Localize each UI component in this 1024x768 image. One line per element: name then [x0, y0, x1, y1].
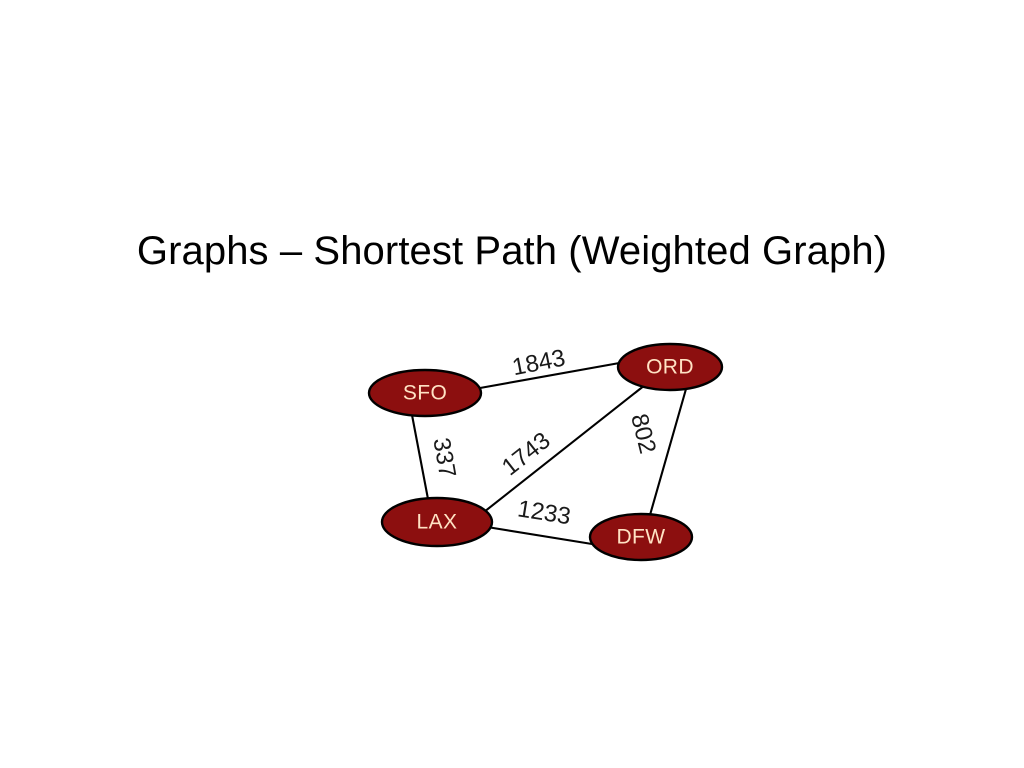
node-ord[interactable]: ORD	[616, 342, 724, 392]
graph-edges	[410, 360, 688, 546]
node-sfo-label: SFO	[403, 382, 447, 405]
node-sfo[interactable]: SFO	[367, 368, 483, 418]
node-lax[interactable]: LAX	[380, 496, 494, 548]
edge-weight-sfo-ord: 1843	[510, 345, 568, 382]
node-dfw-shape	[588, 512, 694, 562]
edge-lax-dfw[interactable]	[485, 525, 594, 546]
edge-weight-sfo-lax: 337	[427, 436, 461, 480]
edge-sfo-lax[interactable]	[410, 413, 430, 501]
edge-weight-lax-ord: 1743	[497, 427, 556, 481]
node-dfw[interactable]: DFW	[588, 512, 694, 562]
edge-sfo-ord[interactable]	[478, 360, 627, 390]
node-ord-label: ORD	[646, 356, 694, 379]
graph-nodes: SFO ORD LAX DFW	[367, 342, 724, 562]
node-lax-shape	[380, 496, 494, 548]
edge-weight-ord-dfw: 802	[625, 411, 661, 456]
edge-lax-ord[interactable]	[482, 383, 647, 514]
node-dfw-label: DFW	[616, 526, 665, 549]
page-title: Graphs – Shortest Path (Weighted Graph)	[136, 229, 888, 273]
edge-weight-lax-dfw: 1233	[516, 495, 573, 530]
node-lax-label: LAX	[417, 511, 458, 534]
edge-ord-dfw[interactable]	[648, 387, 688, 517]
node-ord-shape	[616, 342, 724, 392]
node-sfo-shape	[367, 368, 483, 418]
